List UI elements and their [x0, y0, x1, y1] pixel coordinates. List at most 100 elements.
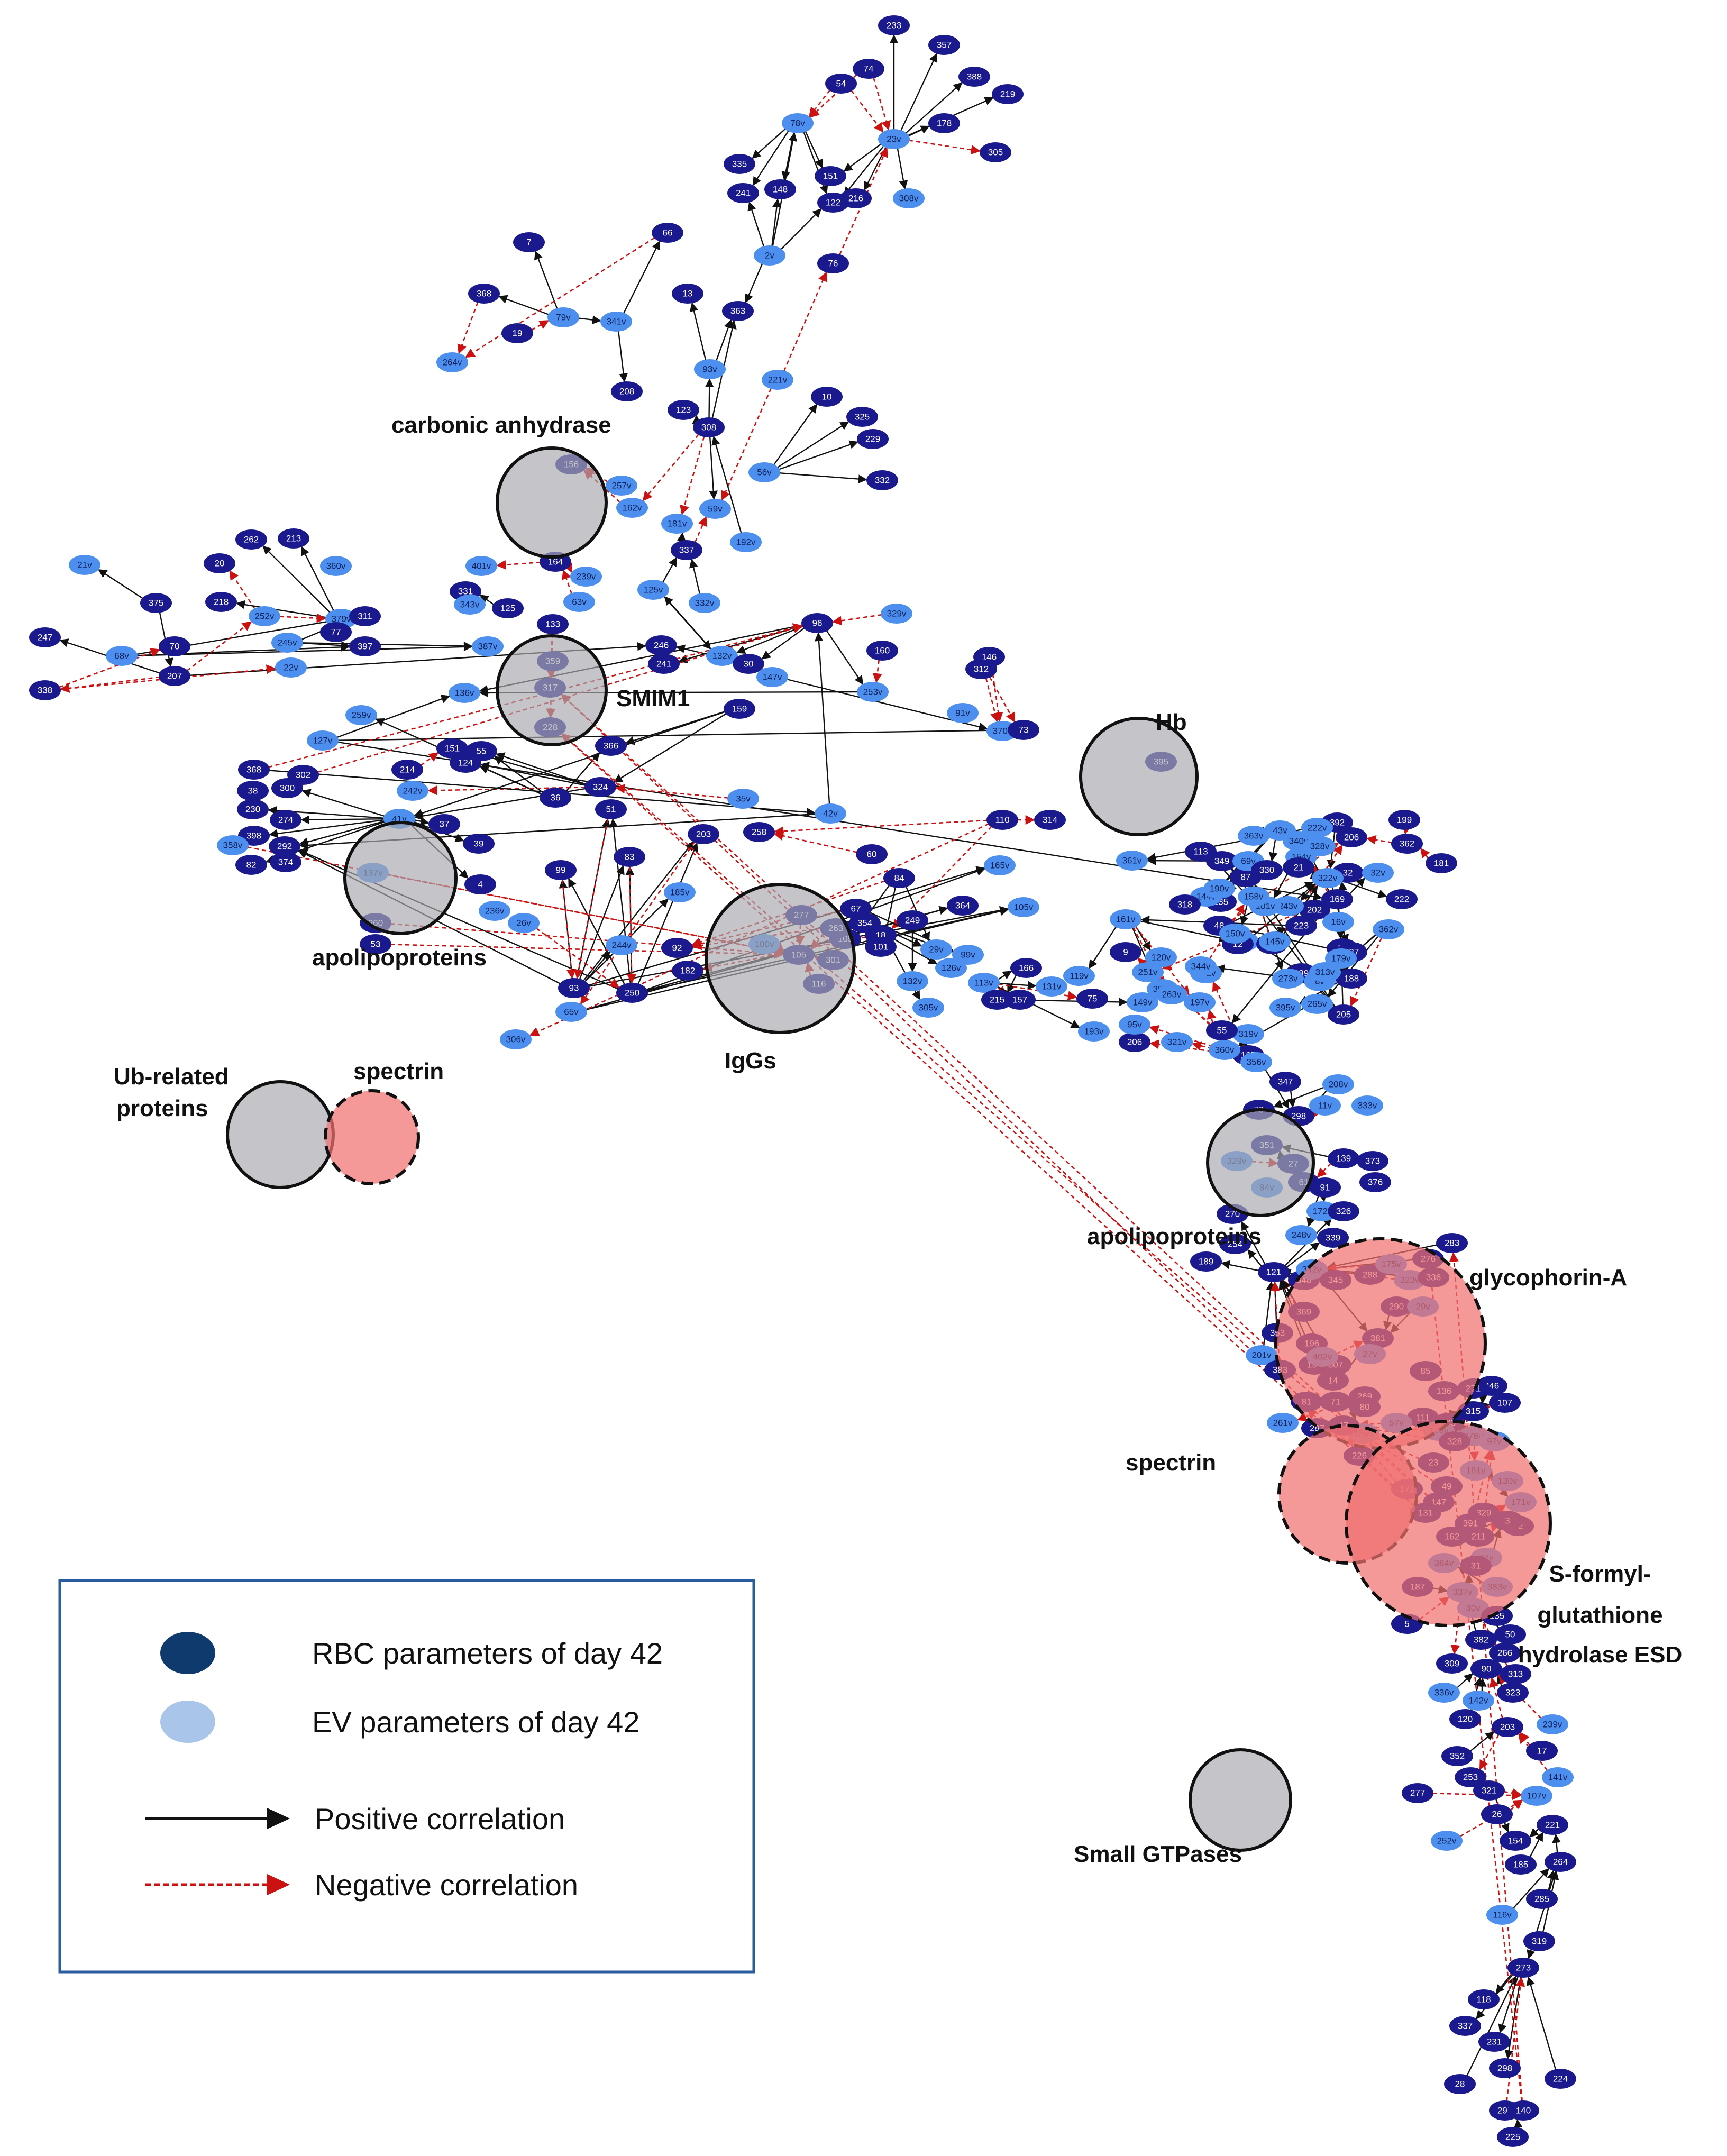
negative-edge: [1207, 1009, 1217, 1024]
rbc-node: 312: [965, 659, 997, 679]
ev-node: 319v: [1232, 1024, 1264, 1044]
ev-node: 105v: [1008, 897, 1039, 917]
rbc-node: 110: [986, 810, 1018, 830]
node-shape: [980, 142, 1011, 162]
ev-node: 343v: [454, 595, 486, 615]
node-shape: [349, 636, 381, 656]
node-shape: [1156, 984, 1187, 1004]
node-label: 93: [569, 983, 579, 993]
node-label: 223: [1294, 921, 1309, 931]
node-shape: [237, 781, 269, 801]
node-shape: [1431, 1831, 1463, 1851]
rbc-node: 75: [1076, 989, 1108, 1009]
rbc-node: 247: [29, 627, 61, 647]
node-label: 376: [1368, 1177, 1383, 1187]
node-shape: [270, 852, 301, 872]
legend-positive-arrow-icon: [267, 1808, 290, 1829]
node-label: 388: [967, 72, 982, 82]
node-shape: [1269, 1072, 1301, 1092]
negative-edge: [535, 927, 620, 988]
rbc-node: 60: [856, 844, 888, 864]
rbc-node: 37: [428, 814, 460, 834]
positive-edge: [997, 971, 1012, 981]
rbc-node: 188: [1336, 969, 1367, 989]
node-label: 308: [701, 423, 716, 433]
rbc-node: 19: [501, 323, 533, 343]
node-label: 321v: [1167, 1037, 1187, 1047]
positive-edge: [908, 125, 930, 137]
node-shape: [570, 567, 602, 587]
node-shape: [1304, 836, 1336, 856]
node-label: 164: [548, 557, 563, 567]
ev-node: 263v: [1156, 984, 1187, 1004]
node-shape: [349, 606, 381, 626]
node-shape: [1507, 1958, 1539, 1978]
node-label: 74: [864, 64, 874, 74]
node-label: 347: [1278, 1077, 1293, 1087]
ev-node: 68v: [106, 646, 138, 666]
positive-edge: [1526, 1976, 1557, 2070]
positive-edge: [1512, 1868, 1549, 1909]
node-label: 387v: [478, 642, 498, 652]
node-shape: [840, 188, 872, 208]
positive-edge: [1268, 839, 1278, 862]
positive-edge: [1469, 1731, 1495, 1752]
node-shape: [825, 74, 857, 94]
node-label: 300: [280, 783, 295, 793]
positive-edge: [1513, 2118, 1523, 2128]
annotation-label: spectrin: [353, 1058, 444, 1084]
node-label: 236v: [485, 906, 505, 916]
rbc-node: 53: [360, 934, 391, 954]
node-label: 318: [1177, 900, 1192, 910]
positive-edge: [299, 820, 386, 846]
node-shape: [1492, 1717, 1523, 1737]
node-shape: [271, 778, 303, 798]
node-shape: [479, 901, 510, 921]
node-shape: [235, 855, 267, 875]
ev-node: 332v: [689, 593, 720, 613]
legend: RBC parameters of day 42 EV parameters o…: [58, 1579, 755, 1974]
rbc-node: 246: [645, 635, 677, 655]
node-label: 218: [214, 597, 229, 607]
positive-edge: [814, 632, 830, 805]
rbc-node: 264: [1545, 1852, 1576, 1872]
positive-edge: [709, 436, 718, 500]
positive-edge: [711, 436, 742, 534]
node-label: 120: [1458, 1714, 1473, 1724]
node-label: 241: [736, 188, 751, 198]
rbc-node: 54: [825, 74, 857, 94]
node-label: 225: [1505, 2132, 1520, 2142]
node-label: 309: [1445, 1659, 1459, 1669]
node-shape: [616, 983, 648, 1003]
node-shape: [595, 736, 627, 756]
ev-node: 26v: [508, 913, 540, 933]
rbc-node: 26: [1481, 1804, 1513, 1824]
positive-edge: [1247, 1249, 1263, 1267]
node-label: 206: [1127, 1037, 1142, 1047]
node-label: 340v: [1289, 836, 1309, 846]
positive-edge: [689, 302, 707, 361]
ev-node: 147v: [756, 667, 788, 687]
node-label: 253v: [863, 687, 883, 697]
node-shape: [928, 35, 960, 55]
negative-edge: [721, 388, 772, 501]
annotation-label: IgGs: [725, 1048, 776, 1074]
node-shape: [706, 646, 738, 666]
node-shape: [614, 847, 645, 867]
node-label: 224: [1553, 2074, 1568, 2084]
node-label: 222v: [1308, 823, 1327, 833]
legend-ev-label: EV parameters of day 42: [312, 1705, 639, 1739]
ev-node: 56v: [748, 462, 780, 482]
ev-node: 322v: [1312, 868, 1344, 888]
node-label: 239v: [577, 572, 596, 582]
node-shape: [694, 359, 726, 379]
node-shape: [1145, 947, 1177, 967]
negative-edge: [420, 752, 439, 766]
negative-edge: [1459, 1799, 1523, 1838]
node-label: 239v: [1543, 1720, 1562, 1730]
node-label: 259v: [352, 710, 371, 720]
negative-edge: [1420, 847, 1430, 859]
rbc-node: 93: [558, 978, 590, 998]
node-shape: [865, 937, 897, 957]
rbc-node: 335: [724, 154, 755, 174]
